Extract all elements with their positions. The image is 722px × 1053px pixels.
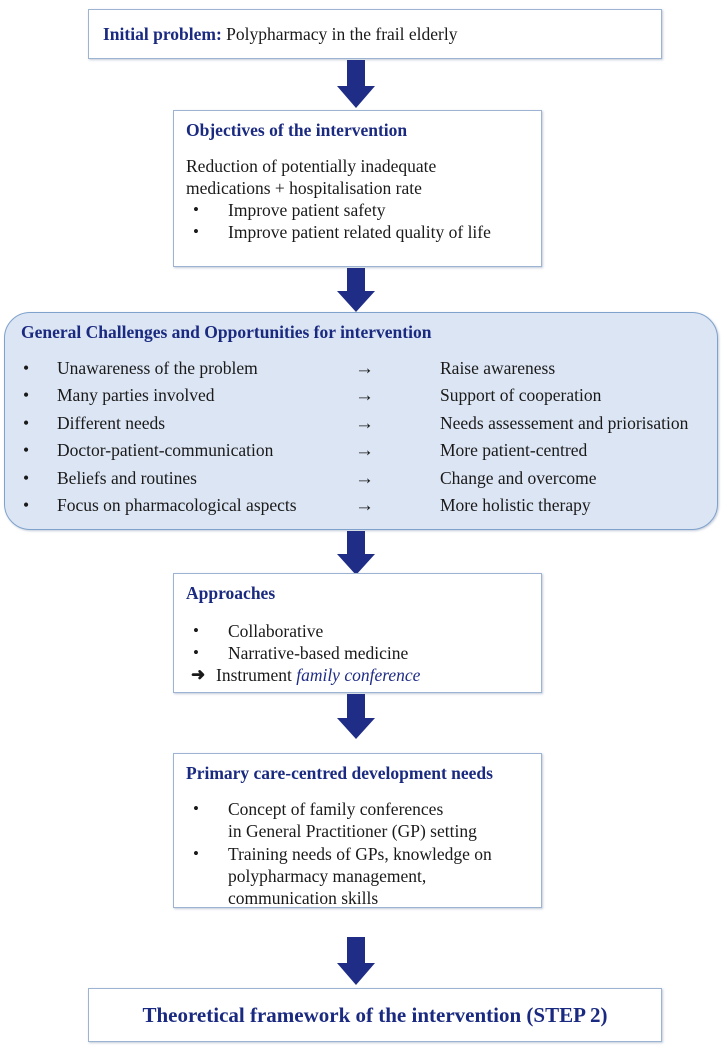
approaches-instrument-text: Instrument: [216, 664, 297, 685]
right-arrow-icon: →: [355, 357, 374, 379]
bullet-dot-icon: •: [193, 843, 199, 863]
objectives-bullet-list: • Improve patient safety • Improve patie…: [186, 199, 531, 243]
arrow-approaches-to-needs: [337, 694, 375, 739]
table-row: • Beliefs and routines → Change and over…: [5, 468, 717, 496]
list-item: • Improve patient safety: [186, 199, 531, 221]
table-row: • Unawareness of the problem → Raise awa…: [5, 358, 717, 386]
table-row: • Many parties involved → Support of coo…: [5, 385, 717, 413]
challenge-text-2: Many parties involved: [57, 385, 215, 406]
bullet-dot-icon: •: [193, 222, 199, 242]
objectives-bullet-1: Improve patient safety: [228, 200, 386, 221]
bullet-dot-icon: •: [23, 385, 30, 406]
needs-bullet-1-line-2: in General Practitioner (GP) setting: [228, 820, 477, 841]
right-arrow-icon: →: [355, 495, 374, 517]
node-objectives: Objectives of the intervention Reduction…: [173, 110, 542, 267]
node-theoretical-framework: Theoretical framework of the interventio…: [88, 988, 662, 1042]
opportunity-text-2: Support of cooperation: [440, 385, 602, 406]
objectives-line-1: Reduction of potentially inadequate: [186, 155, 437, 176]
approaches-bullet-1: Collaborative: [228, 620, 324, 641]
challenge-text-1: Unawareness of the problem: [57, 357, 258, 378]
list-item: • Improve patient related quality of lif…: [186, 221, 531, 243]
objectives-line-2: medications + hospitalisation rate: [186, 177, 422, 198]
right-arrow-icon: →: [355, 385, 374, 407]
objectives-heading: Objectives of the intervention: [186, 120, 408, 140]
needs-bullet-2-line-2: polypharmacy management,: [228, 866, 427, 887]
initial-problem-value: Polypharmacy in the frail elderly: [221, 23, 458, 44]
list-item: • Training needs of GPs, knowledge on po…: [186, 843, 531, 909]
fat-right-arrow-icon: ➜: [191, 664, 206, 684]
table-row: • Focus on pharmacological aspects → Mor…: [5, 495, 717, 523]
bullet-dot-icon: •: [23, 412, 30, 433]
opportunity-text-6: More holistic therapy: [440, 495, 591, 516]
node-initial-problem: Initial problem: Polypharmacy in the fra…: [88, 9, 662, 59]
objectives-bullet-2: Improve patient related quality of life: [228, 222, 491, 243]
needs-heading: Primary care-centred development needs: [186, 763, 493, 783]
list-item: • Collaborative: [186, 620, 531, 642]
bullet-dot-icon: •: [193, 200, 199, 220]
right-arrow-icon: →: [355, 440, 374, 462]
table-row: • Doctor-patient-communication → More pa…: [5, 440, 717, 468]
bullet-dot-icon: •: [193, 642, 199, 662]
needs-bullet-1-line-1: Concept of family conferences: [228, 798, 444, 819]
arrow-initial-to-objectives: [337, 60, 375, 108]
arrow-needs-to-framework: [337, 937, 375, 985]
list-item: • Concept of family conferences in Gener…: [186, 798, 531, 842]
approaches-bullet-list: • Collaborative • Narrative-based medici…: [186, 620, 531, 664]
initial-problem-label: Initial problem:: [103, 23, 222, 44]
opportunity-text-4: More patient-centred: [440, 440, 588, 461]
challenge-text-3: Different needs: [57, 412, 166, 433]
bullet-dot-icon: •: [23, 440, 30, 461]
node-general-challenges: General Challenges and Opportunities for…: [4, 312, 718, 530]
right-arrow-icon: →: [355, 412, 374, 434]
node-approaches: Approaches • Collaborative • Narrative-b…: [173, 573, 542, 693]
node-development-needs: Primary care-centred development needs •…: [173, 753, 542, 908]
list-item: • Narrative-based medicine: [186, 642, 531, 664]
table-row: • Different needs → Needs assessement an…: [5, 413, 717, 441]
opportunity-text-5: Change and overcome: [440, 467, 597, 488]
needs-bullet-2-line-3: communication skills: [228, 888, 379, 909]
opportunity-text-1: Raise awareness: [440, 357, 556, 378]
needs-bullet-list: • Concept of family conferences in Gener…: [186, 798, 531, 909]
challenge-text-6: Focus on pharmacological aspects: [57, 495, 297, 516]
approaches-instrument-emphasis: family conference: [296, 664, 421, 685]
challenge-text-4: Doctor-patient-communication: [57, 440, 274, 461]
opportunity-text-3: Needs assessement and priorisation: [440, 412, 689, 433]
framework-text: Theoretical framework of the interventio…: [142, 1002, 608, 1027]
needs-bullet-2-line-1: Training needs of GPs, knowledge on: [228, 843, 492, 864]
bullet-dot-icon: •: [23, 467, 30, 488]
bullet-dot-icon: •: [23, 357, 30, 378]
approaches-bullet-2: Narrative-based medicine: [228, 642, 409, 663]
arrow-challenges-to-approaches: [337, 531, 375, 575]
initial-problem-text: Initial problem: Polypharmacy in the fra…: [89, 24, 457, 45]
bullet-dot-icon: •: [23, 495, 30, 516]
arrow-objectives-to-challenges: [337, 268, 375, 312]
challenges-heading: General Challenges and Opportunities for…: [21, 322, 432, 342]
approaches-heading: Approaches: [186, 583, 276, 603]
right-arrow-icon: →: [355, 467, 374, 489]
challenge-text-5: Beliefs and routines: [57, 467, 197, 488]
bullet-dot-icon: •: [193, 798, 199, 818]
bullet-dot-icon: •: [193, 620, 199, 640]
approaches-instrument-line: ➜ Instrument family conference: [186, 664, 531, 686]
